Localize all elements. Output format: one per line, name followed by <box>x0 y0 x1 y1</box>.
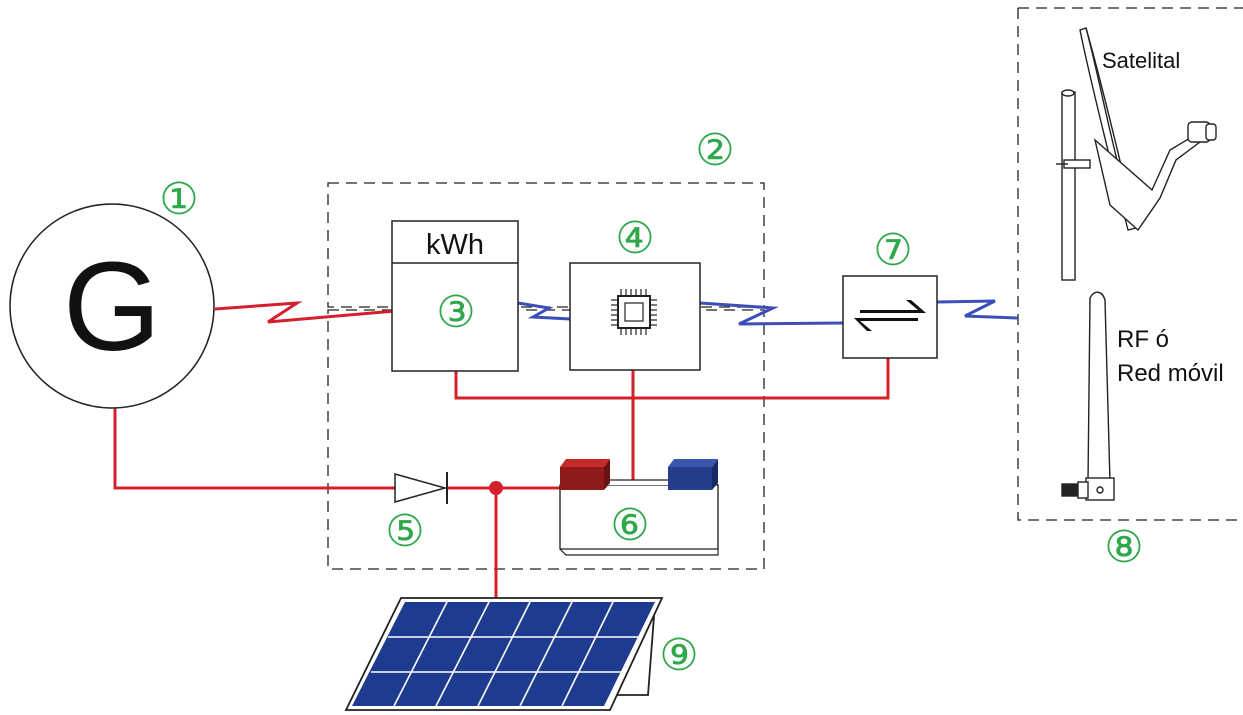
chip-icon <box>611 289 657 335</box>
meter-to-chip-line <box>517 301 571 321</box>
marker-9: ⑨ <box>659 631 698 680</box>
rf-label-line1: RF ó <box>1117 326 1169 353</box>
junction-dot <box>489 481 503 495</box>
generator: G <box>9 203 215 409</box>
meter-to-router-power-line <box>454 358 890 400</box>
router-box <box>842 275 938 359</box>
meter-unit-label: kWh <box>426 229 484 261</box>
marker-5: ⑤ <box>385 507 424 556</box>
antenna-icon <box>1061 291 1115 501</box>
marker-3: ③ <box>436 288 475 337</box>
satellite-label: Satelital <box>1102 48 1180 73</box>
satellite-dish-icon <box>1056 27 1217 281</box>
energy-meter: kWh <box>391 220 519 372</box>
markers: ① ② ③ ④ ⑤ ⑥ ⑦ ⑧ ⑨ <box>159 126 1143 680</box>
data-lines <box>517 299 1019 326</box>
microcontroller <box>569 262 701 371</box>
communication-module <box>842 275 938 359</box>
generator-letter: G <box>63 236 161 377</box>
marker-1: ① <box>159 175 198 224</box>
rf-label-line2: Red móvil <box>1117 360 1224 387</box>
generator-icon <box>9 203 215 409</box>
diode-icon <box>394 472 448 504</box>
chip-box <box>569 262 701 371</box>
router-to-comm-line <box>936 299 1019 320</box>
chip-to-router-line <box>699 301 844 326</box>
battery-icon <box>559 459 719 556</box>
marker-4: ④ <box>615 214 654 263</box>
marker-2: ② <box>695 126 734 175</box>
comm-enclosure <box>1017 8 1243 521</box>
generator-to-meter-line <box>214 301 396 324</box>
marker-6: ⑥ <box>610 501 649 550</box>
marker-8: ⑧ <box>1104 523 1143 572</box>
marker-7: ⑦ <box>873 226 912 275</box>
exchange-arrows-icon <box>854 300 926 331</box>
solar-panel-icon <box>344 597 664 711</box>
meter-box <box>391 220 519 372</box>
